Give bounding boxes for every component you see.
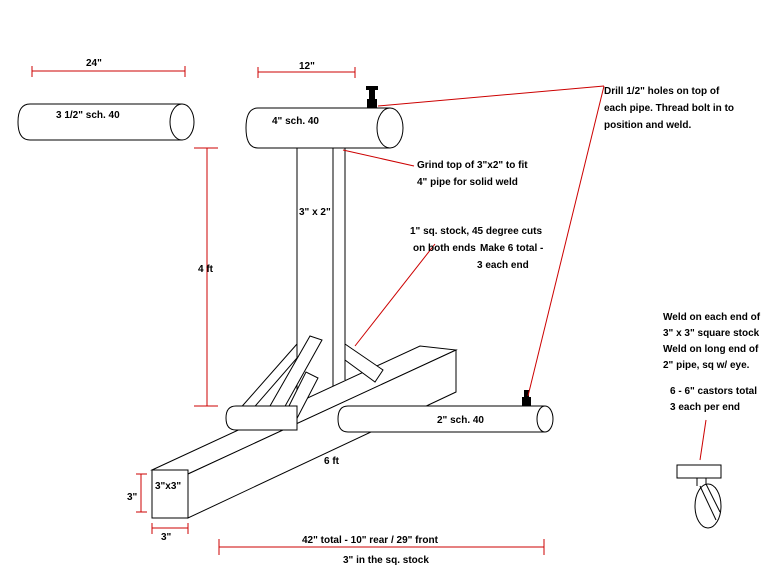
label-stock-2: on both ends bbox=[413, 243, 476, 254]
label-make-1: Make 6 total - bbox=[480, 243, 543, 254]
label-side-3: 3" bbox=[127, 492, 138, 503]
pipe-4-inch bbox=[245, 107, 404, 149]
label-grind-2: 4" pipe for solid weld bbox=[417, 177, 518, 188]
label-drill-3: position and weld. bbox=[604, 120, 691, 131]
label-weld-4: 2" pipe, sq w/ eye. bbox=[663, 360, 750, 371]
pipe-3-half-inch bbox=[17, 103, 195, 141]
label-weld-2: 3" x 3" square stock bbox=[663, 328, 760, 339]
dimension-total-42in bbox=[218, 539, 545, 555]
label-pipe-2: 2" sch. 40 bbox=[437, 415, 484, 426]
label-weld-3: Weld on long end of bbox=[663, 344, 759, 355]
dimension-4ft bbox=[194, 147, 218, 407]
bolt-icon bbox=[522, 390, 531, 406]
label-end-3x3: 3"x3" bbox=[155, 481, 181, 492]
pipe-2-inch bbox=[337, 405, 554, 433]
dimension-3in-bottom bbox=[151, 523, 189, 534]
pipe-left-stub bbox=[225, 405, 298, 431]
label-sq-stock: 3" in the sq. stock bbox=[343, 555, 429, 566]
label-dim-24: 24" bbox=[86, 58, 102, 69]
label-height-4ft: 4 ft bbox=[198, 264, 214, 275]
label-pipe-3half: 3 1/2" sch. 40 bbox=[56, 110, 120, 121]
label-total: 42" total - 10" rear / 29" front bbox=[302, 535, 439, 546]
label-weld-1: Weld on each end of bbox=[663, 312, 761, 323]
label-castor-1: 6 - 6" castors total bbox=[670, 386, 757, 397]
dimension-24in bbox=[31, 66, 186, 77]
label-stock-1: 1" sq. stock, 45 degree cuts bbox=[410, 226, 542, 237]
label-dim-12: 12" bbox=[299, 61, 315, 72]
dimension-12in bbox=[257, 67, 356, 78]
label-castor-2: 3 each per end bbox=[670, 402, 740, 413]
label-drill-2: each pipe. Thread bolt in to bbox=[604, 103, 734, 114]
label-drill-1: Drill 1/2" holes on top of bbox=[604, 86, 720, 97]
bolt-icon bbox=[366, 86, 378, 108]
label-length-6ft: 6 ft bbox=[324, 456, 340, 467]
label-post-3x2: 3" x 2" bbox=[299, 207, 331, 218]
label-grind-1: Grind top of 3"x2" to fit bbox=[417, 160, 528, 171]
leader-lines bbox=[342, 85, 707, 461]
label-pipe-4: 4" sch. 40 bbox=[272, 116, 319, 127]
base-beam bbox=[150, 345, 458, 519]
label-make-2: 3 each end bbox=[477, 260, 529, 271]
label-bottom-3: 3" bbox=[161, 532, 172, 543]
dimension-3in-side bbox=[136, 473, 147, 513]
castor-icon bbox=[676, 464, 722, 529]
